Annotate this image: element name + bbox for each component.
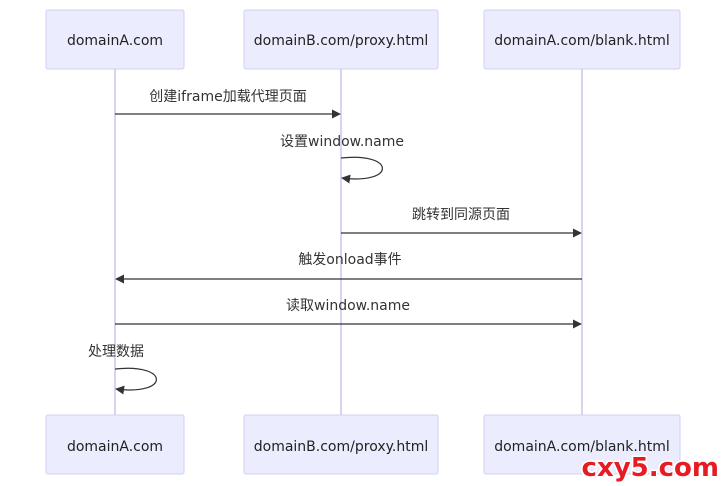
message-label: 设置window.name	[280, 134, 404, 150]
message-read-window-name: 读取window.name	[115, 297, 582, 329]
participant-top-domain-b-proxy: domainB.com/proxy.html	[243, 9, 439, 70]
message-label: 跳转到同源页面	[412, 207, 510, 223]
participant-label: domainB.com/proxy.html	[254, 439, 429, 455]
participant-top-domain-a-blank: domainA.com/blank.html	[483, 9, 681, 70]
message-trigger-onload: 触发onload事件	[115, 252, 582, 284]
message-label: 触发onload事件	[298, 252, 401, 268]
self-loop-arrow	[114, 367, 157, 395]
message-set-window-name: 设置window.name	[280, 134, 404, 184]
participant-label: domainA.com/blank.html	[494, 439, 670, 455]
message-process-data: 处理数据	[88, 344, 157, 395]
participant-bottom-domain-a: domainA.com	[45, 414, 185, 475]
participant-bottom-domain-b-proxy: domainB.com/proxy.html	[243, 414, 439, 475]
self-loop-arrow	[340, 156, 383, 184]
participant-label: domainA.com	[67, 33, 163, 49]
participant-label: domainA.com	[67, 439, 163, 455]
participant-bottom-domain-a-blank: domainA.com/blank.html	[483, 414, 681, 475]
watermark-text: cxy5.com	[582, 453, 719, 483]
message-label: 创建iframe加载代理页面	[149, 89, 306, 105]
participant-label: domainB.com/proxy.html	[254, 33, 429, 49]
message-label: 读取window.name	[286, 297, 410, 314]
message-label: 处理数据	[88, 344, 144, 360]
participant-label: domainA.com/blank.html	[494, 33, 670, 49]
message-redirect-same-origin: 跳转到同源页面	[341, 207, 582, 238]
participant-top-domain-a: domainA.com	[45, 9, 185, 70]
message-create-iframe: 创建iframe加载代理页面	[115, 89, 341, 119]
